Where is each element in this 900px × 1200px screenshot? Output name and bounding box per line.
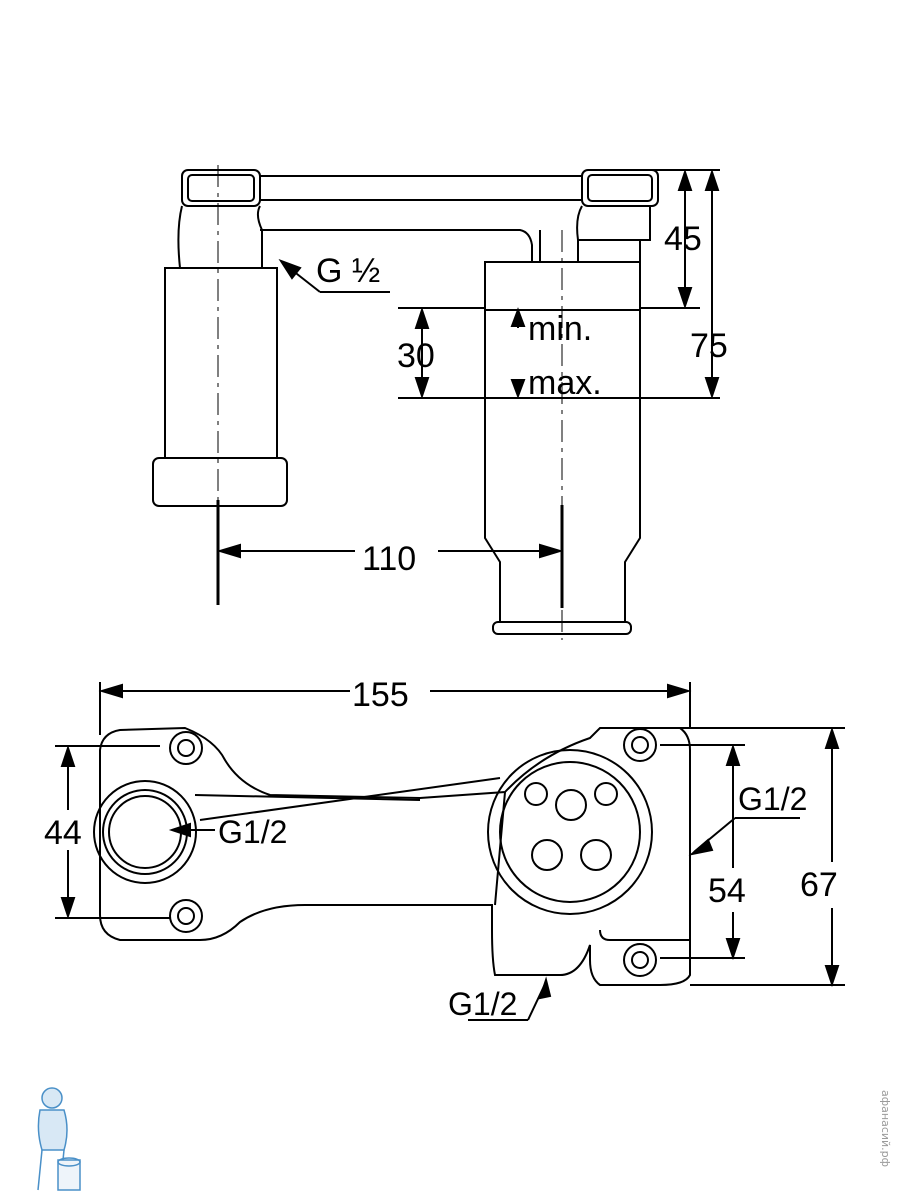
- thread-right-label: G1/2: [738, 781, 807, 817]
- valve-port-4: [531, 839, 563, 871]
- mount-hole-top-right: [623, 728, 657, 762]
- valve-body-outer: [487, 749, 653, 915]
- left-handle-cap: [181, 169, 261, 207]
- dim-45-label: 45: [664, 220, 702, 258]
- dim-44-label: 44: [44, 814, 82, 852]
- plan-dimensions: [55, 682, 845, 1021]
- valve-port-3: [555, 789, 587, 821]
- valve-port-1: [524, 782, 548, 806]
- dim-75-label: 75: [690, 327, 728, 365]
- plan-view: [93, 726, 691, 986]
- max-label: max.: [528, 364, 602, 402]
- dim-67-label: 67: [800, 866, 838, 904]
- thread-bottom-label: G1/2: [448, 986, 517, 1022]
- dim-54-label: 54: [708, 872, 746, 910]
- mount-hole-bottom-right: [623, 943, 657, 977]
- left-bottom-nut: [152, 457, 288, 507]
- plumber-logo-icon: [37, 1087, 81, 1191]
- right-handle-cap: [581, 169, 659, 207]
- mount-hole-top-left: [169, 731, 203, 765]
- side-view: [152, 165, 659, 640]
- dim-30-label: 30: [397, 337, 435, 375]
- valve-port-5: [580, 839, 612, 871]
- side-dimensions: [216, 168, 720, 559]
- dim-110-label: 110: [362, 540, 416, 578]
- valve-port-2: [594, 782, 618, 806]
- connecting-body: [260, 175, 582, 262]
- dim-155-label: 155: [352, 676, 409, 714]
- watermark-text: афанасий.рф: [879, 1090, 892, 1167]
- plan-outline: [99, 726, 691, 986]
- min-label: min.: [528, 310, 592, 348]
- thread-top-label: G ½: [316, 252, 380, 290]
- thread-left-label: G1/2: [218, 814, 287, 850]
- left-body: [164, 267, 278, 459]
- mount-hole-bottom-left: [169, 899, 203, 933]
- left-socket-outer: [93, 780, 197, 884]
